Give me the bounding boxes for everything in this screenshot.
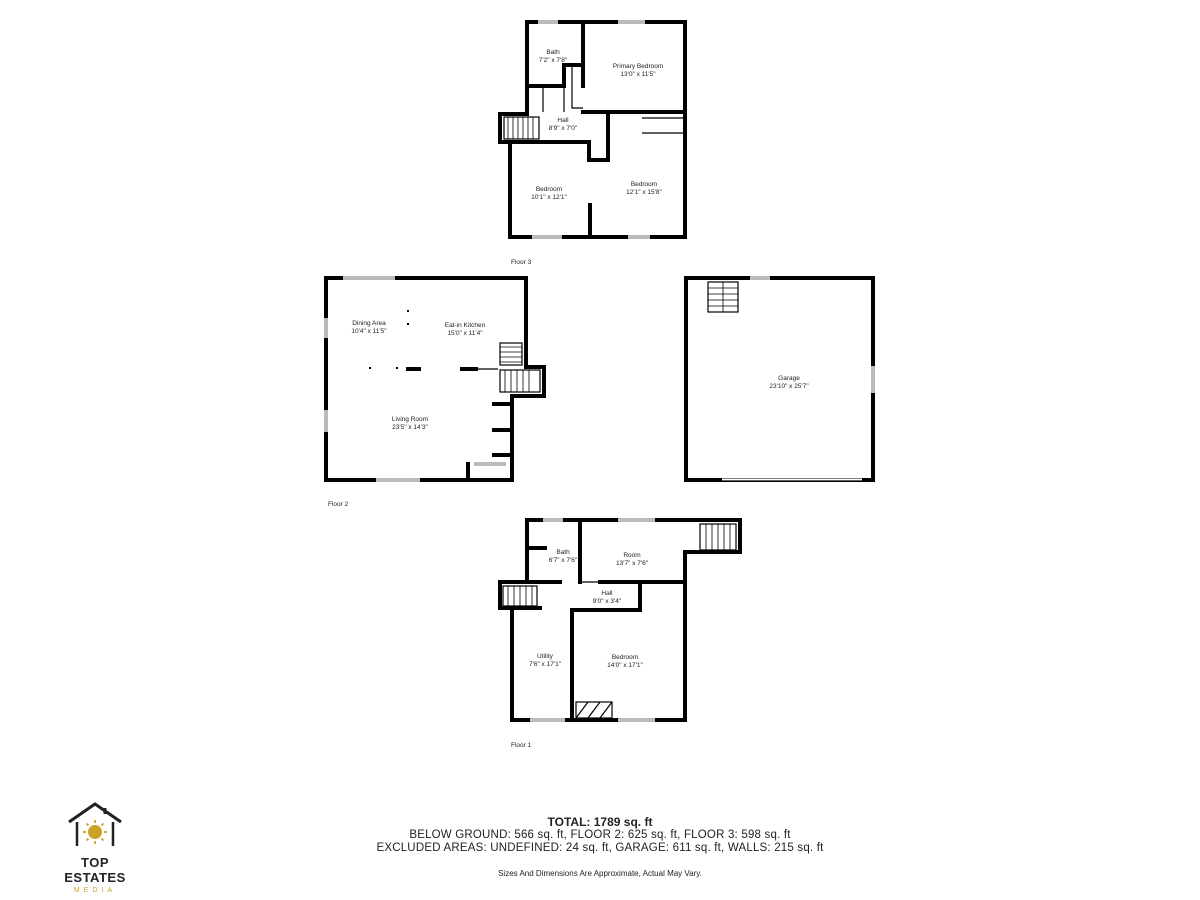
room-name: Bedroom bbox=[631, 181, 657, 188]
room-name: Garage bbox=[778, 375, 800, 382]
floor-label: Floor 3 bbox=[511, 259, 532, 266]
floor-area-breakdown: BELOW GROUND: 566 sq. ft, FLOOR 2: 625 s… bbox=[409, 829, 791, 841]
room-name: Hall bbox=[557, 117, 569, 124]
disclaimer: Sizes And Dimensions Are Approximate, Ac… bbox=[498, 869, 702, 878]
room-name: Bedroom bbox=[612, 654, 638, 661]
room-name: Room bbox=[623, 552, 640, 559]
room-name: Bath bbox=[556, 549, 570, 556]
total-area: TOTAL: 1789 sq. ft bbox=[547, 815, 653, 829]
room-dims: 10'4" x 11'5" bbox=[351, 328, 387, 335]
room-dims: 12'1" x 15'8" bbox=[626, 189, 662, 196]
room-name: Eat-in Kitchen bbox=[445, 322, 486, 329]
room-dims: 7'6" x 17'1" bbox=[529, 661, 562, 668]
room-name: Bath bbox=[546, 49, 560, 56]
area-summary: TOTAL: 1789 sq. ft BELOW GROUND: 566 sq.… bbox=[300, 815, 900, 878]
room-name: Living Room bbox=[392, 416, 428, 423]
logo-name: TOP ESTATES bbox=[64, 855, 126, 885]
company-logo: TOP ESTATES MEDIA bbox=[50, 800, 140, 894]
room-dims: 9'0" x 3'4" bbox=[593, 598, 622, 605]
room-dims: 13'0" x 11'5" bbox=[620, 71, 656, 78]
room-name: Bedroom bbox=[536, 186, 562, 193]
floor-label: Floor 1 bbox=[511, 742, 532, 749]
room-name: Dining Area bbox=[352, 320, 386, 327]
room-dims: 23'5" x 14'3" bbox=[392, 424, 428, 431]
room-dims: 23'10" x 25'7" bbox=[769, 383, 809, 390]
excluded-areas: EXCLUDED AREAS: UNDEFINED: 24 sq. ft, GA… bbox=[376, 842, 824, 854]
room-name: Utility bbox=[537, 653, 554, 660]
logo-subtitle: MEDIA bbox=[73, 887, 117, 894]
room-dims: 10'1" x 12'1" bbox=[531, 194, 567, 201]
room-dims: 7'2" x 7'8" bbox=[539, 57, 568, 64]
room-dims: 8'9" x 7'0" bbox=[549, 125, 578, 132]
house-sun-icon bbox=[68, 802, 122, 846]
room-name: Hall bbox=[601, 590, 613, 597]
room-dims: 6'7" x 7'6" bbox=[549, 557, 578, 564]
room-dims: 15'0" x 11'4" bbox=[447, 330, 483, 337]
floor-label: Floor 2 bbox=[328, 501, 349, 508]
room-dims: 13'7" x 7'6" bbox=[616, 560, 649, 567]
room-name: Primary Bedroom bbox=[613, 63, 664, 70]
room-dims: 14'0" x 17'1" bbox=[607, 662, 643, 669]
